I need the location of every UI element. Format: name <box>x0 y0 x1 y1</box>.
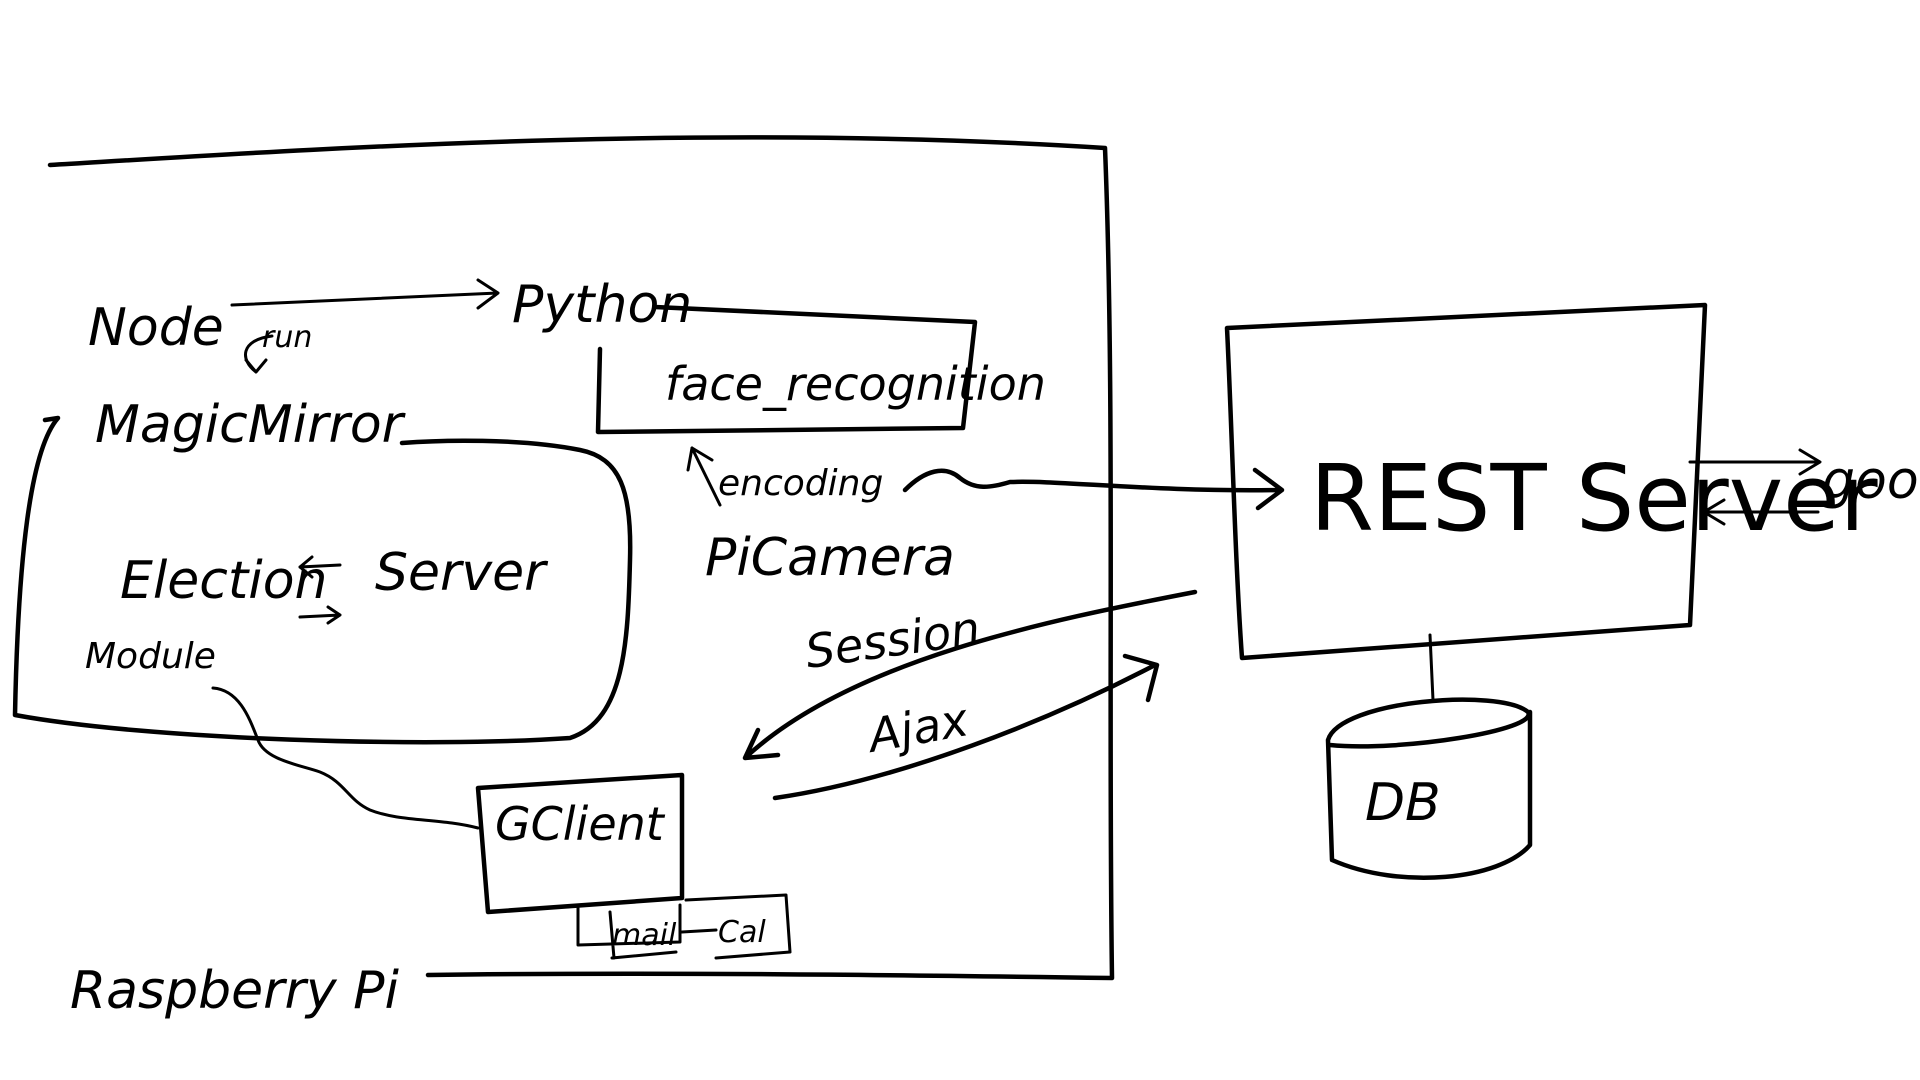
election-label: Election <box>120 551 328 611</box>
google-label: google <box>1822 451 1920 511</box>
gclient-box <box>475 772 685 915</box>
magic-mirror-region <box>12 415 633 745</box>
rest-server-box <box>1224 302 1708 661</box>
arrow-run <box>244 334 274 374</box>
arrow-ajax <box>772 653 1160 801</box>
arrow-election-to-server <box>298 605 342 625</box>
cal-box <box>680 893 792 960</box>
connector-module-to-gclient <box>211 686 480 830</box>
arrow-rest-to-google <box>1688 448 1822 476</box>
run-label: run <box>262 320 312 355</box>
encoding-label: encoding <box>718 463 883 504</box>
module-label: Module <box>85 636 216 677</box>
arrow-picamera-to-rest <box>902 467 1285 511</box>
db-connector <box>1428 633 1435 702</box>
node-label: Node <box>88 298 224 358</box>
arrow-encoding <box>686 446 722 507</box>
server-inner-label: Server <box>375 543 549 603</box>
arrow-google-to-rest <box>1702 498 1820 526</box>
magic-mirror-label: MagicMirror <box>95 395 407 455</box>
arrow-session <box>742 589 1198 761</box>
session-label: Session <box>802 601 983 679</box>
arrow-node-to-python <box>230 278 500 310</box>
db-label: DB <box>1365 773 1441 833</box>
cal-label: Cal <box>718 915 766 950</box>
raspberry-pi-boundary <box>47 135 1115 981</box>
face-recognition-box <box>595 304 978 435</box>
rest-server-label: REST Server <box>1310 445 1878 552</box>
face-recognition-label: face_recognition <box>665 357 1046 411</box>
raspberry-pi-label: Raspberry Pi <box>70 961 400 1021</box>
pi-camera-label: PiCamera <box>705 528 955 588</box>
db-cylinder <box>1325 697 1533 881</box>
mail-label: mail <box>612 918 677 953</box>
mail-box <box>576 903 682 960</box>
python-label: Python <box>512 275 692 335</box>
gclient-label: GClient <box>495 797 666 851</box>
arrow-server-to-election <box>298 555 342 579</box>
